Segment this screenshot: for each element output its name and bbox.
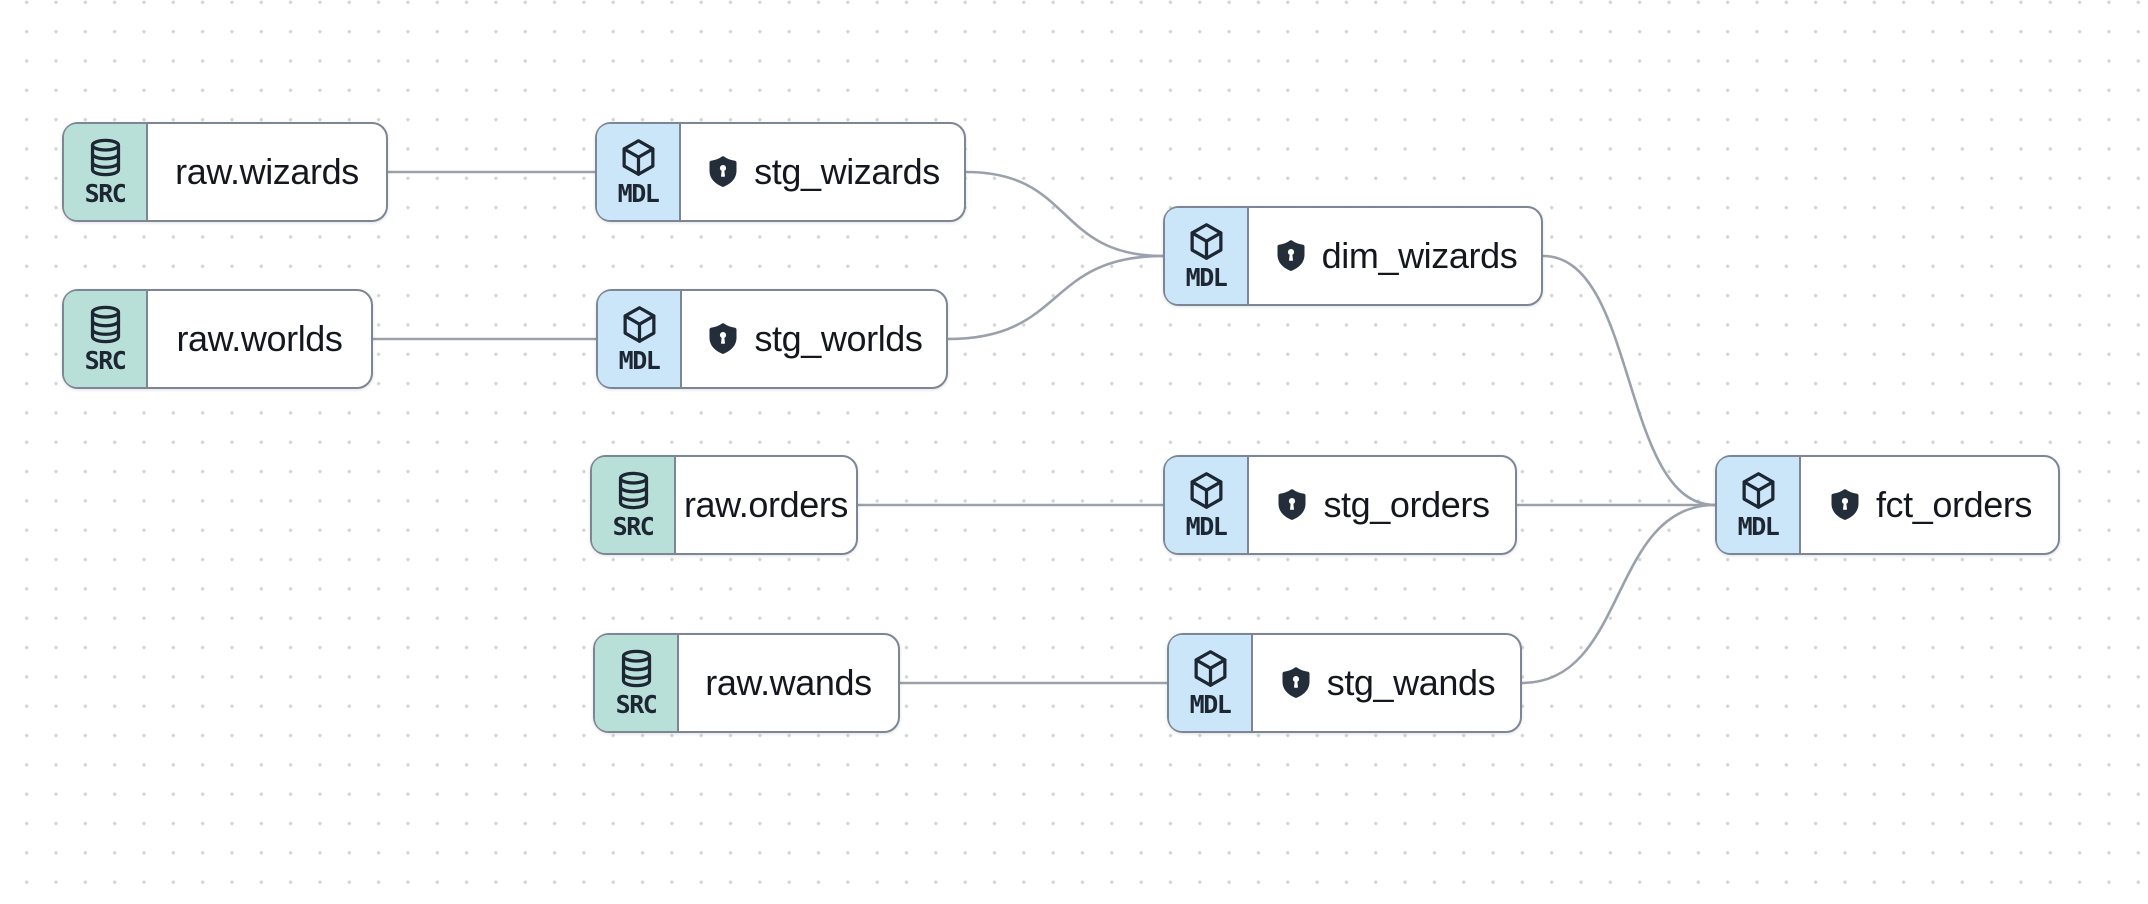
- node-stg_wands[interactable]: MDL stg_wands: [1167, 633, 1522, 733]
- node-raw_orders[interactable]: SRC raw.orders: [590, 455, 858, 555]
- shield-keyhole-icon: [1827, 486, 1863, 524]
- badge-type-label: SRC: [84, 178, 127, 208]
- shield-keyhole-icon: [1278, 664, 1314, 702]
- node-stg_orders[interactable]: MDL stg_orders: [1163, 455, 1517, 555]
- node-body: stg_worlds: [682, 291, 946, 387]
- node-label: raw.wizards: [175, 151, 359, 192]
- node-body: fct_orders: [1801, 457, 2058, 553]
- edge-stg_worlds-to-dim_wizards[interactable]: [946, 254, 1165, 341]
- cube-icon: [1186, 221, 1227, 262]
- node-body: dim_wizards: [1249, 208, 1541, 304]
- node-body: raw.wizards: [148, 124, 386, 220]
- edge-dim_wizards-to-fct_orders[interactable]: [1541, 254, 1717, 507]
- node-body: stg_wands: [1253, 635, 1520, 731]
- database-icon: [616, 648, 657, 689]
- node-label: dim_wizards: [1321, 235, 1518, 276]
- model-type-badge: MDL: [1165, 208, 1249, 304]
- database-icon: [613, 470, 654, 511]
- shield-keyhole-icon: [1274, 486, 1310, 524]
- badge-type-label: MDL: [618, 345, 661, 375]
- node-dim_wizards[interactable]: MDL dim_wizards: [1163, 206, 1543, 306]
- node-label: raw.worlds: [176, 318, 343, 359]
- database-icon: [85, 304, 126, 345]
- node-label: raw.orders: [683, 484, 849, 525]
- source-type-badge: SRC: [592, 457, 676, 553]
- shield-keyhole-icon: [705, 320, 741, 358]
- badge-type-label: SRC: [612, 511, 655, 541]
- cube-icon: [618, 137, 659, 178]
- node-label: stg_wizards: [754, 151, 940, 192]
- shield-keyhole-icon: [705, 153, 741, 191]
- node-raw_wands[interactable]: SRC raw.wands: [593, 633, 900, 733]
- node-body: stg_orders: [1249, 457, 1515, 553]
- cube-icon: [1738, 470, 1779, 511]
- edge-stg_wands-to-fct_orders[interactable]: [1520, 503, 1717, 685]
- node-body: stg_wizards: [681, 124, 964, 220]
- shield-keyhole-icon: [1273, 237, 1309, 275]
- node-label: stg_wands: [1326, 662, 1496, 703]
- node-label: stg_orders: [1323, 484, 1490, 525]
- node-body: raw.worlds: [148, 291, 371, 387]
- node-label: fct_orders: [1875, 484, 2033, 525]
- node-stg_wizards[interactable]: MDL stg_wizards: [595, 122, 966, 222]
- node-body: raw.wands: [679, 635, 898, 731]
- model-type-badge: MDL: [1165, 457, 1249, 553]
- node-fct_orders[interactable]: MDL fct_orders: [1715, 455, 2060, 555]
- cube-icon: [619, 304, 660, 345]
- cube-icon: [1190, 648, 1231, 689]
- cube-icon: [1186, 470, 1227, 511]
- database-icon: [85, 137, 126, 178]
- source-type-badge: SRC: [64, 291, 148, 387]
- node-stg_worlds[interactable]: MDL stg_worlds: [596, 289, 948, 389]
- model-type-badge: MDL: [1169, 635, 1253, 731]
- node-label: raw.wands: [705, 662, 872, 703]
- badge-type-label: MDL: [1189, 689, 1232, 719]
- model-type-badge: MDL: [1717, 457, 1801, 553]
- model-type-badge: MDL: [598, 291, 682, 387]
- badge-type-label: MDL: [1185, 511, 1228, 541]
- node-raw_worlds[interactable]: SRC raw.worlds: [62, 289, 373, 389]
- source-type-badge: SRC: [64, 124, 148, 220]
- source-type-badge: SRC: [595, 635, 679, 731]
- node-body: raw.orders: [676, 457, 856, 553]
- node-label: stg_worlds: [754, 318, 923, 359]
- edge-stg_wizards-to-dim_wizards[interactable]: [964, 170, 1165, 258]
- badge-type-label: SRC: [615, 689, 658, 719]
- badge-type-label: MDL: [1737, 511, 1780, 541]
- node-raw_wizards[interactable]: SRC raw.wizards: [62, 122, 388, 222]
- badge-type-label: MDL: [1185, 262, 1228, 292]
- model-type-badge: MDL: [597, 124, 681, 220]
- badge-type-label: MDL: [617, 178, 660, 208]
- badge-type-label: SRC: [84, 345, 127, 375]
